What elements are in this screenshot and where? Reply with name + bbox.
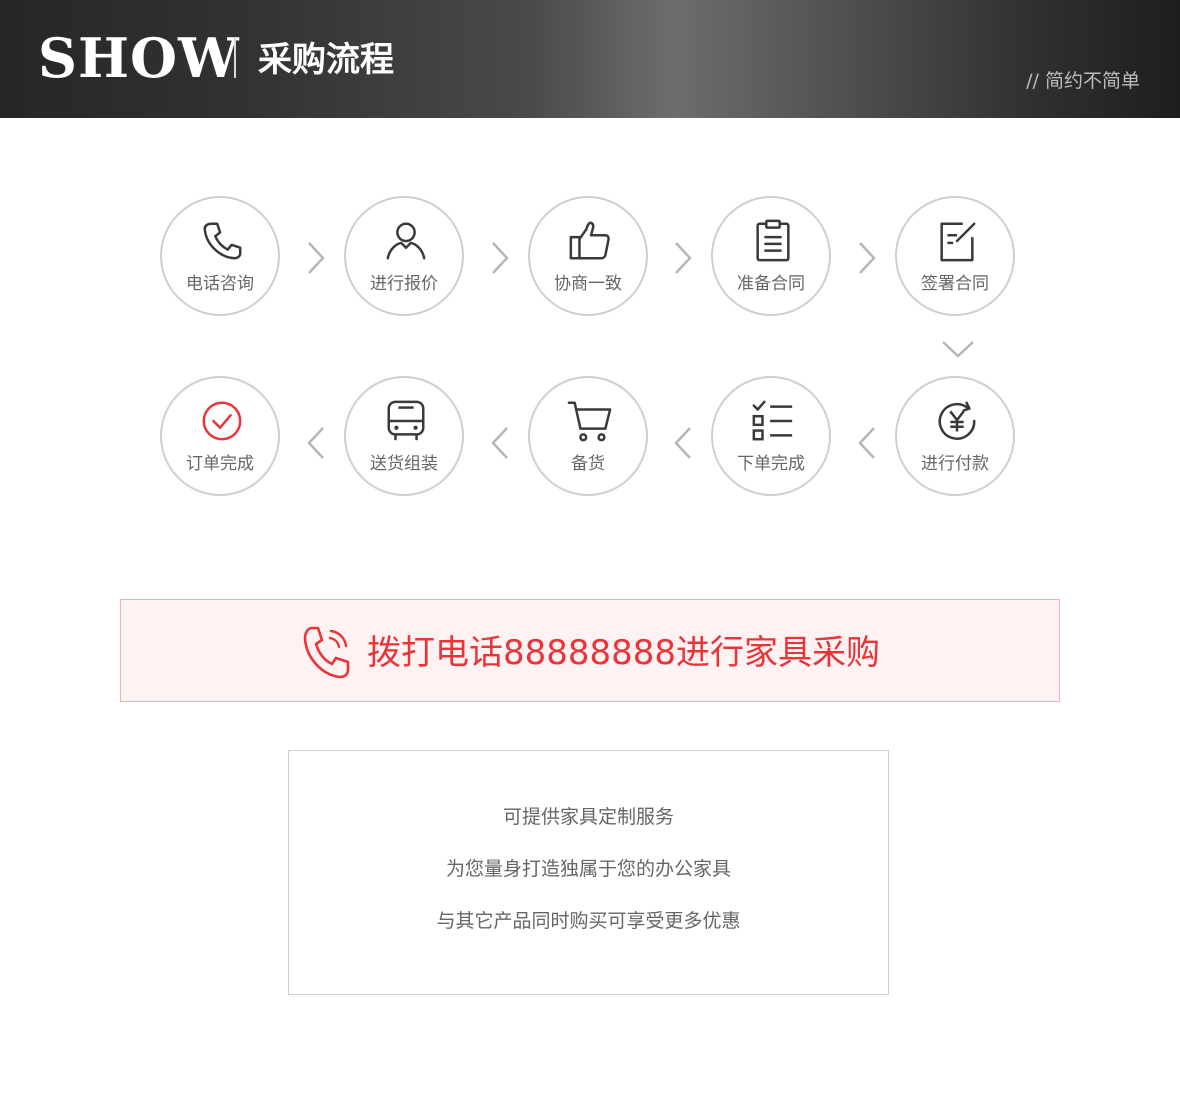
- header-banner: SHOW 采购流程 // 简约不简单: [0, 0, 1180, 118]
- step-quotation: 进行报价: [344, 196, 464, 316]
- info-box: [288, 750, 889, 995]
- clipboard-icon: [756, 219, 790, 262]
- header-slogan: // 简约不简单: [1026, 70, 1140, 92]
- arrow-right-icon: [492, 242, 509, 274]
- step-label: 下单完成: [737, 454, 805, 474]
- brand-logo-text: SHOW: [38, 26, 240, 90]
- info-line-tailored: 为您量身打造独属于您的办公家具: [445, 858, 731, 880]
- step-label: 备货: [571, 454, 605, 474]
- step-order-complete: 订单完成: [160, 376, 280, 496]
- arrow-left-icon: [858, 427, 875, 459]
- cart-icon: [567, 401, 612, 442]
- step-stocking: 备货: [528, 376, 648, 496]
- bus-icon: [387, 400, 425, 441]
- call-to-action-banner: [120, 599, 1060, 702]
- arrow-right-icon: [308, 242, 325, 274]
- arrow-right-icon: [859, 242, 876, 274]
- user-icon: [386, 222, 426, 260]
- arrow-down-icon: [942, 341, 974, 358]
- thumbs-up-icon: [569, 221, 610, 260]
- step-agreement: 协商一致: [528, 196, 648, 316]
- header-divider: [234, 38, 236, 78]
- step-label: 订单完成: [186, 454, 254, 474]
- arrow-right-icon: [675, 242, 692, 274]
- phone-icon: [203, 222, 242, 260]
- edit-icon: [940, 222, 976, 262]
- arrow-left-icon: [674, 427, 691, 459]
- step-label: 签署合同: [921, 274, 989, 294]
- step-delivery-assembly: 送货组装: [344, 376, 464, 496]
- step-sign-contract: 签署合同: [895, 196, 1015, 316]
- call-to-action-text: 拨打电话88888888进行家具采购: [367, 633, 881, 673]
- step-phone-consult: 电话咨询: [160, 196, 280, 316]
- arrow-left-icon: [491, 427, 508, 459]
- yen-icon: [938, 401, 976, 440]
- info-line-custom: 可提供家具定制服务: [502, 806, 674, 828]
- step-payment: 进行付款: [895, 376, 1015, 496]
- step-label: 准备合同: [737, 274, 805, 294]
- step-prepare-contract: 准备合同: [711, 196, 831, 316]
- step-label: 进行报价: [370, 274, 438, 294]
- arrow-left-icon: [307, 427, 324, 459]
- step-label: 电话咨询: [186, 274, 254, 294]
- check-circle-icon: [202, 401, 242, 441]
- step-label: 进行付款: [921, 454, 989, 474]
- page-title: 采购流程: [258, 40, 394, 80]
- checklist-icon: [752, 400, 793, 441]
- step-label: 送货组装: [370, 454, 438, 474]
- info-line-discount: 与其它产品同时购买可享受更多优惠: [436, 910, 741, 932]
- phone-ringing-icon: [303, 626, 350, 679]
- step-order-placed: 下单完成: [711, 376, 831, 496]
- step-label: 协商一致: [554, 274, 622, 294]
